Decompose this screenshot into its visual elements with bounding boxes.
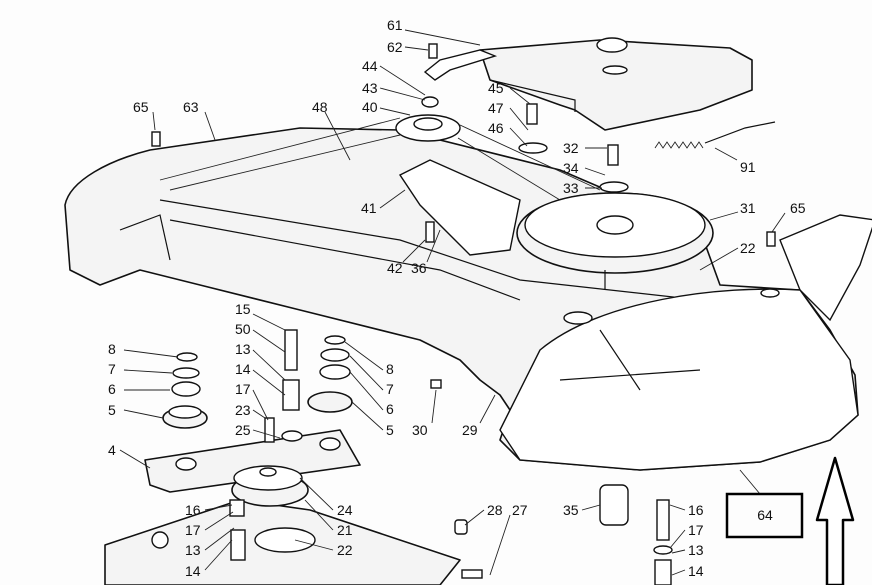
callout: 44: [362, 58, 378, 74]
callout: 91: [740, 159, 756, 175]
callout: 5: [386, 422, 394, 438]
callout: 61: [387, 17, 403, 33]
callout: 24: [337, 502, 353, 518]
callout: 7: [108, 361, 116, 377]
callout: 47: [488, 100, 504, 116]
gear-pulley-right: [307, 391, 353, 413]
callout: 45: [488, 80, 504, 96]
callout: 65: [133, 99, 149, 115]
callout: 13: [185, 542, 201, 558]
up-arrow-icon: [815, 456, 855, 585]
callout: 5: [108, 402, 116, 418]
callout: 17: [185, 522, 201, 538]
callout: 13: [235, 341, 251, 357]
leader-lines: [119, 29, 786, 576]
callout: 48: [312, 99, 328, 115]
callout: 35: [563, 502, 579, 518]
callout: 17: [688, 522, 704, 538]
callout: 14: [185, 563, 201, 579]
callout: 46: [488, 120, 504, 136]
callout: 65: [790, 200, 806, 216]
callout-labels: 61 62 44 43 40 45 47 46 32 34 33 91 65 6…: [108, 17, 806, 579]
callout: 4: [108, 442, 116, 458]
callout: 22: [740, 240, 756, 256]
callout: 17: [235, 381, 251, 397]
callout: 14: [688, 563, 704, 579]
callout: 6: [108, 381, 116, 397]
cover-bracket: [423, 49, 498, 81]
callout: 16: [688, 502, 704, 518]
callout: 29: [462, 422, 478, 438]
callout: 13: [688, 542, 704, 558]
callout: 23: [235, 402, 251, 418]
callout: 16: [185, 502, 201, 518]
spacer-35: [599, 484, 629, 526]
belt-cover: [479, 39, 753, 131]
callout: 34: [563, 160, 579, 176]
callout: 50: [235, 321, 251, 337]
callout: 36: [411, 260, 427, 276]
callout: 62: [387, 39, 403, 55]
idler-arm: [398, 159, 521, 256]
spring: [654, 141, 704, 149]
callout: 32: [563, 140, 579, 156]
callout-highlighted: 64: [757, 507, 773, 523]
callout: 15: [235, 301, 251, 317]
callout: 21: [337, 522, 353, 538]
callout: 31: [740, 200, 756, 216]
callout: 14: [235, 361, 251, 377]
callout: 6: [386, 401, 394, 417]
callout: 42: [387, 260, 403, 276]
callout: 28: [487, 502, 503, 518]
callout: 25: [235, 422, 251, 438]
bolt-62: [428, 43, 438, 59]
highlight-box: [725, 492, 804, 539]
callout: 40: [362, 99, 378, 115]
callout: 7: [386, 381, 394, 397]
callout: 27: [512, 502, 528, 518]
callout: 41: [361, 200, 377, 216]
callout: 8: [108, 341, 116, 357]
callout: 30: [412, 422, 428, 438]
callout: 33: [563, 180, 579, 196]
callout: 43: [362, 80, 378, 96]
cable: [704, 121, 776, 144]
callout: 63: [183, 99, 199, 115]
callout: 22: [337, 542, 353, 558]
callout: 8: [386, 361, 394, 377]
drive-belt: [159, 117, 601, 201]
